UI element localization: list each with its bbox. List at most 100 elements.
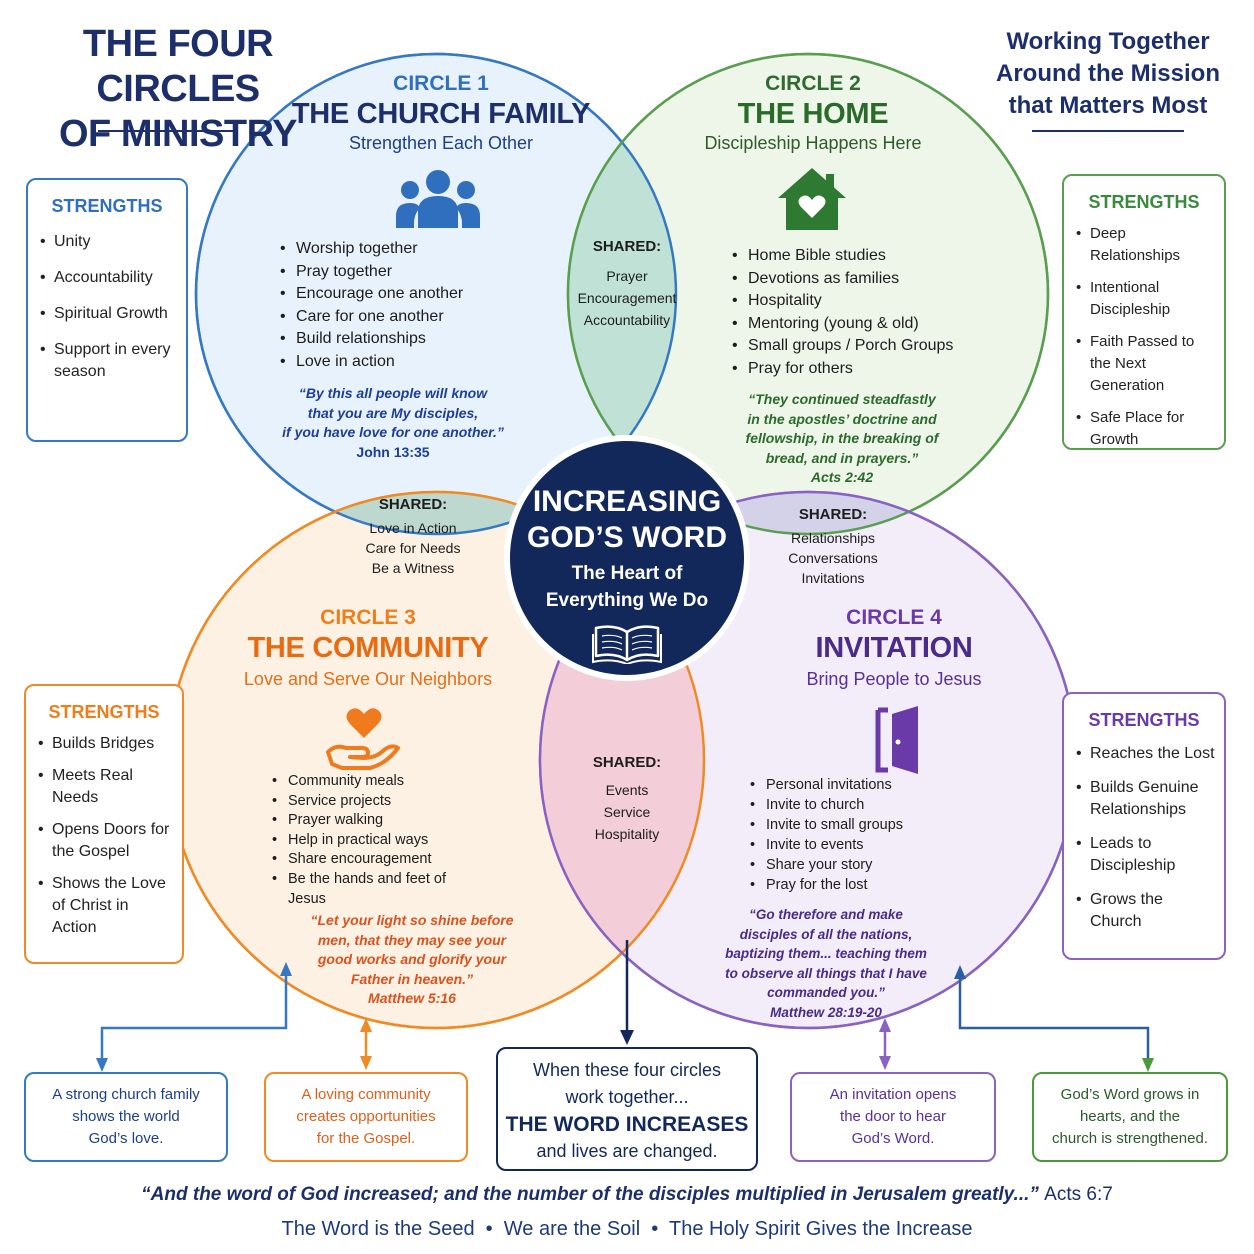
activity-item: Prayer walking (270, 811, 470, 831)
activity-item: Pray together (278, 261, 518, 284)
strength-item: Builds Bridges (38, 733, 174, 755)
community-outcome-box: A loving community creates opportunities… (264, 1072, 468, 1162)
strengths-heading: STRENGTHS (1088, 710, 1200, 730)
strength-item: Accountability (40, 267, 178, 289)
tagline-underline (1032, 130, 1184, 132)
church-activities: Worship together Pray together Encourage… (278, 238, 518, 374)
invitation-strengths-box: STRENGTHS Reaches the Lost Builds Genuin… (1062, 692, 1226, 960)
strengths-heading: STRENGTHS (1088, 192, 1200, 212)
circle-subtitle: Discipleship Happens Here (704, 133, 922, 153)
strength-item: Shows the Love of Christ in Action (38, 873, 174, 939)
center-title-line: GOD’S WORD (527, 521, 727, 554)
activity-item: Service projects (270, 792, 470, 812)
activity-item: Devotions as families (730, 268, 990, 291)
home-verse: “They continued steadfastly in the apost… (724, 390, 960, 488)
circle-name: INVITATION (815, 632, 973, 664)
community-strengths-list: Builds Bridges Meets Real Needs Opens Do… (26, 733, 182, 939)
activity-item: Care for one another (278, 306, 518, 329)
activity-item: Mentoring (young & old) (730, 313, 990, 336)
activity-item: Hospitality (730, 290, 990, 313)
strengths-heading: STRENGTHS (48, 702, 160, 722)
house-heart-icon (778, 168, 846, 230)
open-book-icon (592, 625, 662, 664)
shared-item: Prayer (606, 268, 648, 284)
circle-number: CIRCLE 3 (320, 606, 416, 629)
activity-item: Build relationships (278, 328, 518, 351)
shared-item: Invitations (801, 570, 865, 586)
invitation-verse: “Go therefore and make disciples of all … (704, 905, 948, 1022)
shared-item: Hospitality (594, 826, 660, 842)
shared-church-community: SHARED: Love in Action Care for Needs Be… (350, 496, 476, 578)
activity-item: Help in practical ways (270, 831, 470, 851)
strength-item: Grows the Church (1076, 889, 1216, 933)
shared-item: Accountability (583, 312, 671, 328)
church-circle-header: CIRCLE 1 THE CHURCH FAMILY Strengthen Ea… (266, 72, 616, 154)
strength-item: Safe Place for Growth (1076, 407, 1216, 451)
activity-item: Community meals (270, 772, 470, 792)
activity-item: Invite to church (748, 795, 948, 815)
shared-item: Relationships (790, 530, 876, 546)
activity-item: Love in action (278, 351, 518, 374)
verse-reference: Acts 2:42 (810, 469, 874, 485)
shared-item: Conversations (788, 550, 878, 566)
strength-item: Builds Genuine Relationships (1076, 777, 1216, 821)
verse-reference: Matthew 28:19-20 (770, 1004, 882, 1020)
activity-item: Pray for others (730, 358, 990, 381)
activity-item: Worship together (278, 238, 518, 261)
strength-item: Support in every season (40, 339, 178, 383)
strength-item: Unity (40, 231, 178, 253)
shared-item: Love in Action (369, 520, 457, 536)
center-subtitle-line: Everything We Do (545, 590, 709, 611)
activity-item: Pray for the lost (748, 875, 948, 895)
footer-tagline: The Word is the Seed • We are the Soil •… (281, 1218, 973, 1240)
community-circle-header: CIRCLE 3 THE COMMUNITY Love and Serve Ou… (226, 606, 510, 690)
invitation-circle-header: CIRCLE 4 INVITATION Bring People to Jesu… (764, 606, 1024, 690)
circle-subtitle: Bring People to Jesus (806, 669, 982, 689)
activity-item: Share encouragement (270, 850, 470, 870)
circle-name: THE HOME (737, 98, 889, 130)
shared-label: SHARED: (798, 506, 868, 523)
center-heading: INCREASING GOD’S WORD The Heart of Every… (517, 484, 737, 614)
activity-item: Encourage one another (278, 283, 518, 306)
shared-item: Care for Needs (365, 540, 461, 556)
people-group-icon (396, 170, 480, 228)
center-title-line: INCREASING (532, 485, 722, 518)
verse-reference: John 13:35 (356, 443, 430, 460)
home-circle-header: CIRCLE 2 THE HOME Discipleship Happens H… (660, 72, 966, 154)
center-outcome-box: When these four circles work together...… (496, 1047, 758, 1171)
footer-quote: “And the word of God increased; and the … (0, 1184, 1254, 1206)
circle-number: CIRCLE 2 (765, 72, 861, 95)
verse-reference: Matthew 5:16 (368, 990, 456, 1006)
home-activities: Home Bible studies Devotions as families… (730, 245, 990, 381)
activity-item: Invite to small groups (748, 815, 948, 835)
circle-number: CIRCLE 1 (393, 72, 489, 95)
strength-item: Intentional Discipleship (1076, 277, 1216, 321)
shared-label: SHARED: (592, 754, 662, 771)
activity-item: Home Bible studies (730, 245, 990, 268)
activity-item: Small groups / Porch Groups (730, 335, 990, 358)
home-strengths-box: STRENGTHS Deep Relationships Intentional… (1062, 174, 1226, 450)
shared-item: Events (605, 782, 649, 798)
church-verse: “By this all people will know that you a… (258, 384, 528, 462)
activity-item: Personal invitations (748, 775, 948, 795)
activity-item: Share your story (748, 855, 948, 875)
shared-home-invitation: SHARED: Relationships Conversations Invi… (770, 506, 896, 588)
home-outcome-box: God’s Word grows in hearts, and the chur… (1032, 1072, 1228, 1162)
circle-subtitle: Strengthen Each Other (348, 133, 534, 153)
church-outcome-box: A strong church family shows the world G… (24, 1072, 228, 1162)
footer-quote-reference: Acts 6:7 (1044, 1184, 1113, 1205)
church-strengths-list: Unity Accountability Spiritual Growth Su… (28, 231, 186, 383)
shared-item: Service (603, 804, 651, 820)
footer-quote-text: “And the word of God increased; and the … (141, 1184, 1039, 1205)
title-underline (98, 130, 234, 132)
tagline: Working Together Around the Mission that… (996, 28, 1220, 119)
center-disk (504, 435, 750, 681)
activity-item: Be the hands and feet of Jesus (270, 870, 470, 909)
circle-name: THE COMMUNITY (247, 632, 489, 664)
shared-item: Encouragement (577, 290, 677, 306)
shared-church-home: SHARED: Prayer Encouragement Accountabil… (566, 238, 688, 331)
page-title: THE FOUR CIRCLES OF MINISTRY (59, 23, 297, 155)
strength-item: Meets Real Needs (38, 765, 174, 809)
strength-item: Reaches the Lost (1076, 743, 1216, 765)
connector-arrows (96, 940, 1154, 1072)
